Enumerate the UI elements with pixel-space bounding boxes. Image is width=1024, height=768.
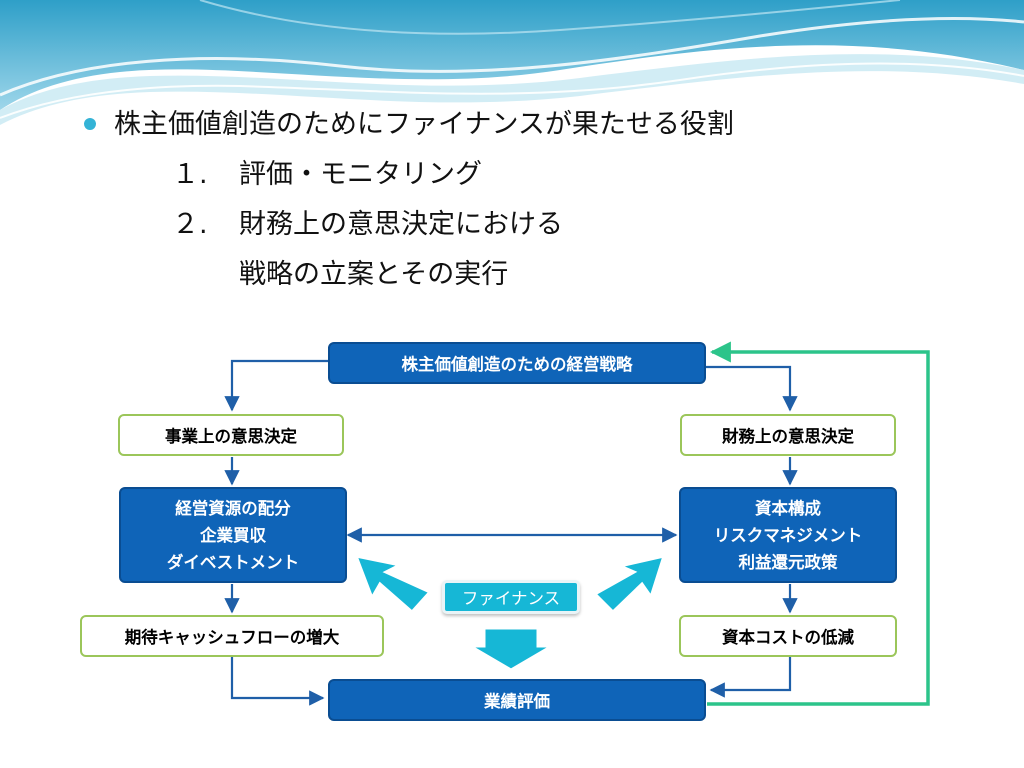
bullet-main-text: 株主価値創造のためにファイナンスが果たせる役割 <box>114 109 734 140</box>
financial-action-item: リスクマネジメント <box>713 525 863 545</box>
bullet-dot-icon <box>84 118 96 130</box>
bullet-item-1: １. 評価・モニタリング <box>84 150 734 200</box>
feedback-loop-line <box>707 341 930 706</box>
performance-evaluation-box: 業績評価 <box>328 679 706 721</box>
business-action-item: 経営資源の配分 <box>175 498 291 518</box>
financial-actions-box: 資本構成 リスクマネジメント 利益還元政策 <box>679 487 897 583</box>
bullet-continuation-text: 戦略の立案とその実行 <box>239 259 509 290</box>
bullet-item-number: １. <box>172 159 208 190</box>
bullet-main: 株主価値創造のためにファイナンスが果たせる役割 <box>84 100 734 150</box>
business-decision-box: 事業上の意思決定 <box>118 414 344 456</box>
header-wave-decoration <box>0 0 1024 125</box>
bullet-continuation: 戦略の立案とその実行 <box>84 250 734 300</box>
financial-action-item: 資本構成 <box>755 498 821 518</box>
cashflow-result-box: 期待キャッシュフローの増大 <box>80 615 384 657</box>
bullet-item-2: ２. 財務上の意思決定における <box>84 200 734 250</box>
financial-decision-box: 財務上の意思決定 <box>680 414 896 456</box>
finance-label: ファイナンス <box>442 580 580 614</box>
bullet-list: 株主価値創造のためにファイナンスが果たせる役割 １. 評価・モニタリング ２. … <box>84 100 734 300</box>
connector-lines <box>224 359 798 706</box>
finance-influence-arrows <box>353 553 667 672</box>
arrow-to-left-actions <box>353 553 433 615</box>
business-action-item: ダイベストメント <box>166 552 300 572</box>
arrow-to-right-actions <box>592 553 667 615</box>
bullet-item-text: 財務上の意思決定における <box>239 209 563 240</box>
strategy-box: 株主価値創造のための経営戦略 <box>328 342 706 384</box>
bullet-item-number: ２. <box>172 209 208 240</box>
arrow-to-evaluation <box>464 626 558 672</box>
bullet-item-text: 評価・モニタリング <box>239 159 482 190</box>
business-action-item: 企業買収 <box>200 525 266 545</box>
capital-cost-result-box: 資本コストの低減 <box>679 615 897 657</box>
financial-action-item: 利益還元政策 <box>738 552 838 572</box>
business-actions-box: 経営資源の配分 企業買収 ダイベストメント <box>119 487 347 583</box>
